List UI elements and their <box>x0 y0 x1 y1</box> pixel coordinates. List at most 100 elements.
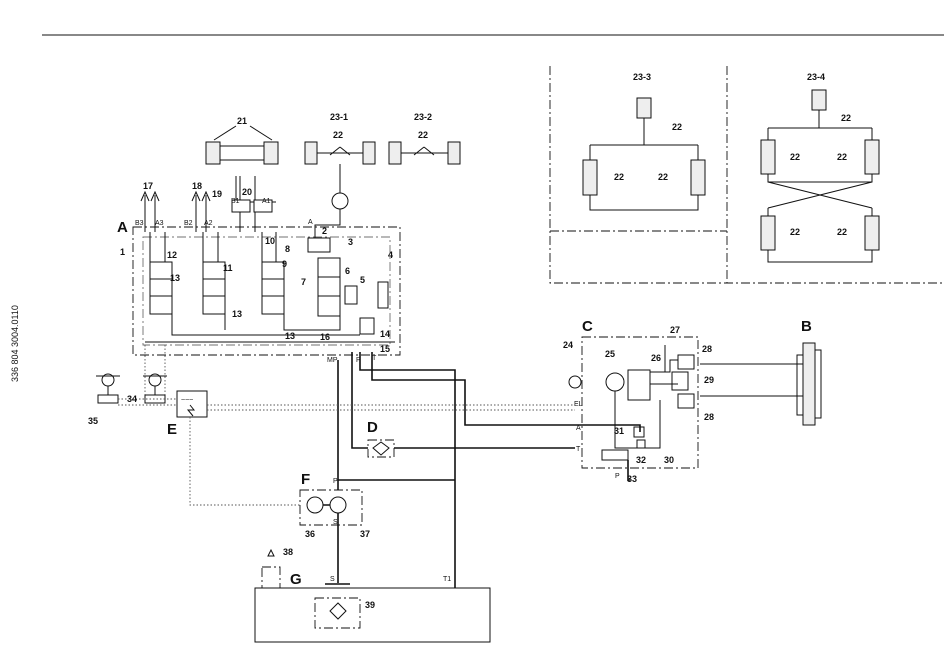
actuator-23-2 <box>389 142 460 164</box>
component-label-5: 5 <box>360 275 365 285</box>
port-B2: B2 <box>184 220 193 227</box>
port-A2: A2 <box>204 220 213 227</box>
component-label-22-j: 22 <box>837 227 847 237</box>
motor-36 <box>307 497 323 513</box>
valve-28-lower <box>678 394 694 408</box>
valve-31 <box>634 427 644 437</box>
component-label-13b: 13 <box>232 309 242 319</box>
component-label-22-h: 22 <box>837 152 847 162</box>
valve-26 <box>628 370 650 400</box>
component-label-8: 8 <box>285 244 290 254</box>
assembly-D-filter <box>368 440 575 457</box>
assembly-label-G: G <box>290 571 302 588</box>
component-label-35: 35 <box>88 416 98 426</box>
svg-text:~~~: ~~~ <box>181 397 193 404</box>
proportional-valve-33 <box>602 450 628 460</box>
component-label-22-c: 22 <box>672 122 682 132</box>
pressure-gauge <box>569 376 581 388</box>
component-label-23-3: 23-3 <box>633 72 651 82</box>
component-label-26: 26 <box>651 353 661 363</box>
document-number: 336 804 3004.0110 <box>10 305 20 382</box>
assembly-label-E: E <box>167 421 177 438</box>
component-label-27: 27 <box>670 325 680 335</box>
port-MP: MP <box>327 357 338 364</box>
port-P-drive: P <box>615 473 620 480</box>
component-label-23-4: 23-4 <box>807 72 825 82</box>
port-T1: T1 <box>443 576 451 583</box>
port-S-tank: S <box>330 576 335 583</box>
component-label-20: 20 <box>242 187 252 197</box>
port-S-pump: S <box>333 519 338 526</box>
manifold-14 <box>360 318 374 334</box>
component-label-22-f: 22 <box>841 113 851 123</box>
assembly-label-A: A <box>117 219 128 236</box>
component-label-3: 3 <box>348 237 353 247</box>
component-label-29: 29 <box>704 375 714 385</box>
port-A-drive: A <box>576 425 581 432</box>
component-label-6: 6 <box>345 266 350 276</box>
component-label-22-a: 22 <box>333 130 343 140</box>
component-label-2: 2 <box>322 226 327 236</box>
component-label-14: 14 <box>380 329 390 339</box>
component-label-36: 36 <box>305 529 315 539</box>
component-label-28-a: 28 <box>702 344 712 354</box>
valve-4 <box>378 282 388 308</box>
component-label-18: 18 <box>192 181 202 191</box>
component-label-17: 17 <box>143 181 153 191</box>
port-B1: B1 <box>231 198 240 205</box>
port-A-block: A <box>308 219 313 226</box>
component-label-23-2: 23-2 <box>414 112 432 122</box>
component-label-13a: 13 <box>170 273 180 283</box>
component-label-1: 1 <box>120 247 125 257</box>
pump-37 <box>330 497 346 513</box>
port-A3: A3 <box>155 220 164 227</box>
port-P-pump: P <box>333 478 338 485</box>
component-label-25: 25 <box>605 349 615 359</box>
component-label-32: 32 <box>636 455 646 465</box>
rotary-coupling <box>332 193 348 209</box>
assembly-label-C: C <box>582 318 593 335</box>
valve-5 <box>345 286 357 304</box>
component-label-39: 39 <box>365 600 375 610</box>
component-label-37: 37 <box>360 529 370 539</box>
component-label-23-1: 23-1 <box>330 112 348 122</box>
component-label-21: 21 <box>237 116 247 126</box>
assembly-A-valve-block <box>133 227 400 355</box>
component-label-13c: 13 <box>285 331 295 341</box>
control-section-2 <box>203 262 225 314</box>
panel-23-3-23-4 <box>550 66 944 283</box>
component-label-11: 11 <box>223 263 233 273</box>
component-label-33: 33 <box>627 474 637 484</box>
port-T-block: T <box>372 355 377 362</box>
component-label-28-b: 28 <box>704 412 714 422</box>
control-section-3 <box>262 262 284 314</box>
component-label-22-b: 22 <box>418 130 428 140</box>
component-label-9: 9 <box>282 259 287 269</box>
component-label-22-i: 22 <box>790 227 800 237</box>
component-label-34: 34 <box>127 394 137 404</box>
component-label-38: 38 <box>283 547 293 557</box>
valve-29 <box>672 372 688 390</box>
sensor-35 <box>96 374 120 403</box>
port-B3: B3 <box>135 220 144 227</box>
pressure-valve-3 <box>308 238 330 252</box>
component-label-7: 7 <box>301 277 306 287</box>
motor-25 <box>606 373 624 391</box>
component-label-22-g: 22 <box>790 152 800 162</box>
component-label-12: 12 <box>167 250 177 260</box>
tank-body <box>255 588 490 642</box>
assembly-label-B: B <box>801 318 812 335</box>
component-label-24: 24 <box>563 340 573 350</box>
assembly-label-F: F <box>301 471 310 488</box>
component-label-22-d: 22 <box>614 172 624 182</box>
controller-box <box>177 391 207 417</box>
component-label-30: 30 <box>664 455 674 465</box>
assembly-C-drive-unit <box>569 337 698 480</box>
valve-28-upper <box>678 355 694 369</box>
actuator-23-1 <box>305 142 375 164</box>
component-label-31: 31 <box>614 426 624 436</box>
component-label-19: 19 <box>212 189 222 199</box>
valve-32 <box>637 440 645 448</box>
assembly-label-D: D <box>367 419 378 436</box>
